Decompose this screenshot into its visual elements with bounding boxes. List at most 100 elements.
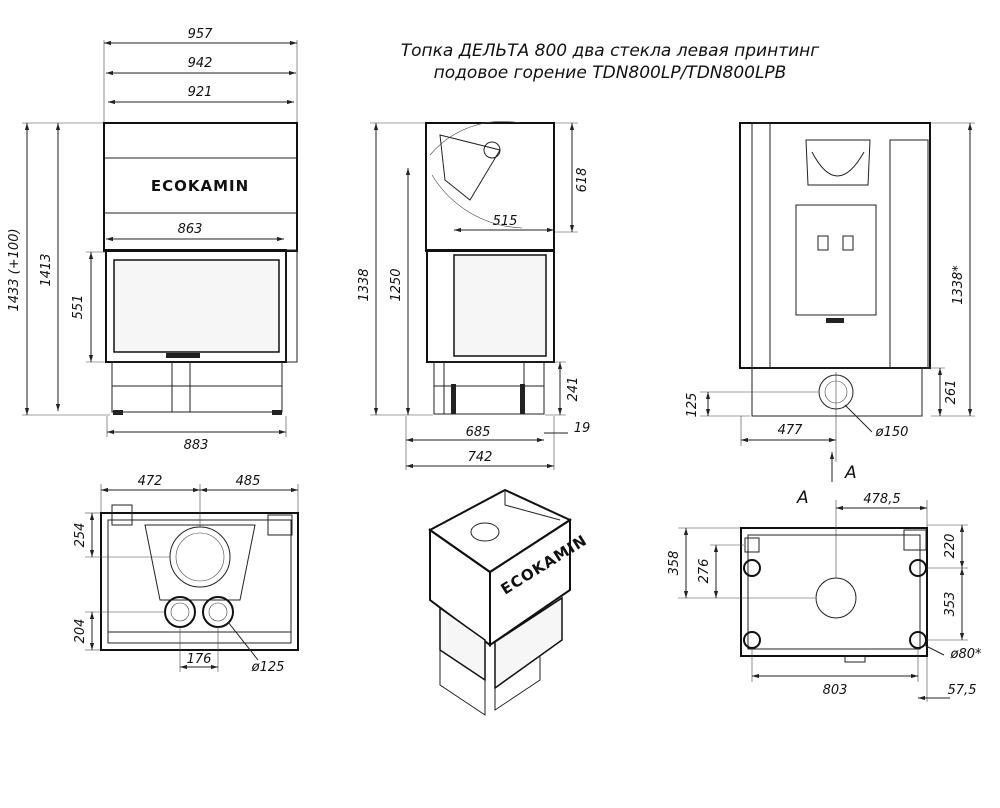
front-foot [272, 410, 282, 415]
base-foot-hole [909, 559, 927, 577]
dim-241: 241 [566, 377, 581, 402]
top-flue-housing [144, 524, 256, 601]
dim-57-5: 57,5 [948, 683, 977, 698]
rear-view: 1338* 261 125 477 ø150 [685, 122, 975, 462]
base-view: 478,5 358 276 220 353 ø80* 803 57,5 [667, 492, 982, 702]
iso-front-glass [494, 596, 563, 690]
rear-flue-opening [811, 151, 865, 177]
section-label-a2: A [796, 488, 809, 508]
title-line-2: подовое горение TDN800LP/TDN800LPB [434, 63, 787, 83]
dim-803: 803 [823, 683, 848, 698]
front-foot [113, 410, 123, 415]
dim-485: 485 [236, 474, 261, 489]
iso-base-left [439, 650, 486, 716]
dim-261: 261 [944, 380, 959, 405]
drawing-title: Топка ДЕЛЬТА 800 два стекла левая принти… [401, 41, 820, 83]
front-door-glass [113, 259, 280, 353]
dim-220: 220 [943, 534, 958, 559]
dim-957: 957 [188, 27, 214, 42]
iso-top-frame [504, 490, 561, 521]
top-view: 472 485 254 204 176 ø125 [73, 474, 299, 675]
dim-80: ø80* [950, 647, 982, 662]
rear-casing [739, 122, 931, 369]
front-base-stand [111, 361, 283, 413]
dim-19: 19 [574, 421, 591, 436]
front-side-panel [285, 249, 298, 363]
rear-left-post [751, 122, 771, 369]
dim-942: 942 [188, 56, 213, 71]
dim-477: 477 [778, 423, 804, 438]
leader-125 [227, 621, 259, 661]
base-corner-bracket [744, 537, 760, 553]
dim-1338-star: 1338* [951, 265, 966, 305]
iso-front-face [489, 518, 571, 647]
leader-150 [844, 404, 873, 433]
dim-472: 472 [138, 474, 163, 489]
dim-883: 883 [184, 438, 209, 453]
title-line-1: Топка ДЕЛЬТА 800 два стекла левая принти… [401, 41, 820, 61]
top-corner-post [267, 514, 293, 536]
base-foot-hole [743, 631, 761, 649]
dim-742: 742 [468, 450, 493, 465]
dim-1433: 1433 (+100) [7, 228, 22, 311]
base-tab [844, 655, 866, 663]
base-foot-hole [743, 559, 761, 577]
dim-254: 254 [73, 523, 88, 548]
rear-vent [842, 235, 854, 251]
iso-side-glass [439, 606, 486, 682]
side-glass [453, 254, 547, 357]
dim-276: 276 [697, 559, 712, 584]
dim-863: 863 [178, 222, 203, 237]
rear-vent [817, 235, 829, 251]
rear-right-panel [889, 139, 929, 369]
dim-353: 353 [943, 592, 958, 617]
dim-1338: 1338 [357, 268, 372, 301]
side-foot [520, 384, 525, 414]
rear-slot [826, 318, 844, 323]
section-label-a1: A [844, 463, 857, 483]
top-outline [100, 512, 299, 651]
dim-150: ø150 [875, 425, 909, 440]
dim-685: 685 [466, 425, 491, 440]
dim-921: 921 [188, 85, 213, 100]
dim-478: 478,5 [863, 492, 900, 507]
iso-base-front [494, 655, 541, 711]
side-damper-arc [431, 174, 523, 229]
base-foot-hole [909, 631, 927, 649]
top-air-inlet-left [164, 596, 196, 628]
side-base-stand [433, 361, 545, 415]
dim-618: 618 [575, 168, 590, 193]
section-marks: A A [796, 452, 857, 508]
dim-1250: 1250 [389, 268, 404, 301]
top-flue-circle [169, 526, 231, 588]
dim-204: 204 [73, 619, 88, 644]
top-corner-post [111, 504, 133, 526]
leader-80 [923, 644, 945, 656]
side-foot [451, 384, 456, 414]
side-damper-pivot [483, 141, 501, 159]
dim-551: 551 [71, 295, 86, 320]
base-air-intake [815, 577, 857, 619]
rear-air-panel [795, 204, 877, 316]
base-outline [740, 527, 928, 657]
base-corner-bracket [903, 529, 927, 551]
side-flue-damper [439, 134, 501, 201]
rear-flue-collector [805, 139, 871, 186]
iso-logo: ECOKAMIN [498, 531, 591, 598]
iso-flue [470, 522, 500, 542]
front-door-handle [166, 353, 200, 358]
dim-1413: 1413 [39, 253, 54, 286]
front-logo: ECOKAMIN [151, 177, 249, 195]
isometric-view: ECOKAMIN [428, 488, 591, 716]
top-flue-inner [175, 532, 225, 582]
side-damper-arc [429, 121, 521, 156]
dim-176: 176 [187, 652, 212, 667]
dim-358: 358 [667, 551, 682, 576]
top-inner-outline [107, 519, 292, 644]
base-inner-outline [747, 534, 921, 650]
dim-125-diam: ø125 [251, 660, 285, 675]
front-view: ECOKAMIN 957 942 921 863 883 1433 (+100)… [7, 27, 298, 453]
side-view: 618 515 1338 1250 241 685 742 19 [357, 121, 590, 470]
